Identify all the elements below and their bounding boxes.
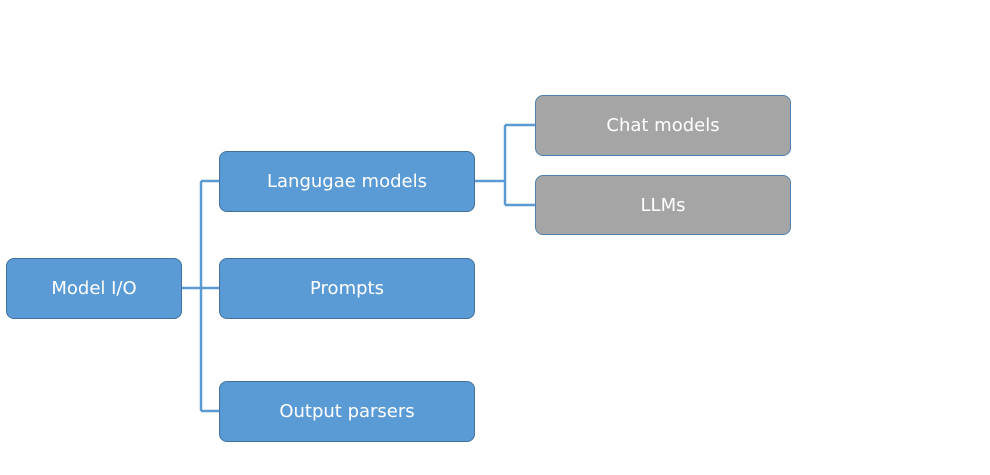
node-output-parsers: Output parsers bbox=[219, 381, 475, 442]
node-language-models: Langugae models bbox=[219, 151, 475, 212]
node-output-parsers-label: Output parsers bbox=[279, 401, 415, 422]
node-language-models-label: Langugae models bbox=[267, 171, 427, 192]
node-llms: LLMs bbox=[535, 175, 791, 235]
node-chat-models: Chat models bbox=[535, 95, 791, 156]
node-prompts-label: Prompts bbox=[310, 278, 384, 299]
node-llms-label: LLMs bbox=[640, 194, 686, 216]
node-prompts: Prompts bbox=[219, 258, 475, 319]
node-model-io-label: Model I/O bbox=[51, 278, 137, 299]
node-chat-models-label: Chat models bbox=[606, 115, 720, 136]
node-model-io: Model I/O bbox=[6, 258, 182, 319]
